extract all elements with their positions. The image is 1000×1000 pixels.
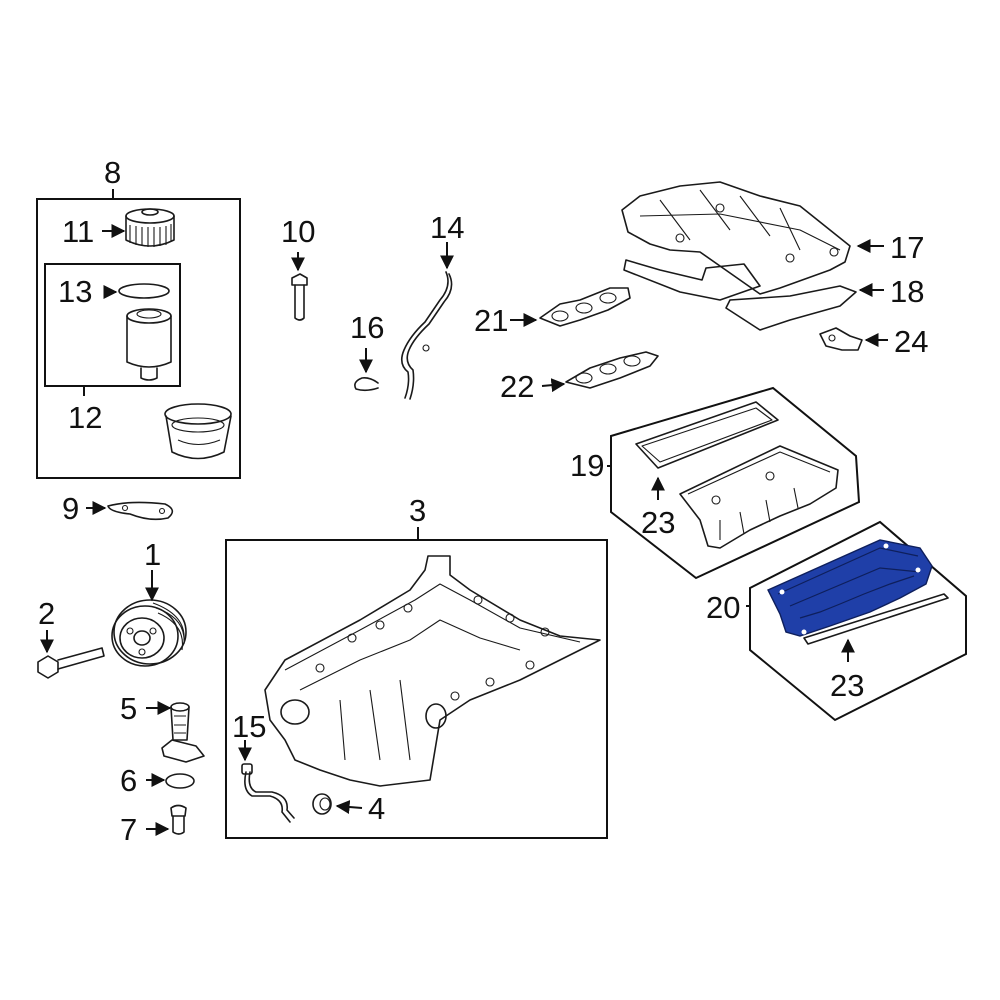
callout-9: 9 <box>62 491 79 526</box>
callout-16: 16 <box>350 310 384 345</box>
gasket-18[interactable] <box>725 285 857 331</box>
valve-cover-gasket-19[interactable] <box>635 401 779 469</box>
group-box-20 <box>749 520 967 722</box>
sealing-washer[interactable] <box>165 773 195 789</box>
gasket-9[interactable] <box>107 501 174 521</box>
retaining-clip[interactable] <box>354 377 379 392</box>
callout-7: 7 <box>120 812 137 847</box>
oil-pan[interactable] <box>264 555 601 787</box>
valve-cover-20-highlighted[interactable] <box>767 539 933 637</box>
callout-20: 20 <box>706 590 740 625</box>
callout-22: 22 <box>500 369 534 404</box>
callout-10: 10 <box>281 214 315 249</box>
pulley-bolt[interactable] <box>37 647 105 679</box>
sensor-24[interactable] <box>819 327 863 351</box>
oil-level-sensor[interactable] <box>161 702 205 763</box>
intake-gasket-21[interactable] <box>539 287 631 327</box>
group-box-12 <box>44 263 181 387</box>
callout-21: 21 <box>474 303 508 338</box>
group-box-8 <box>36 198 241 479</box>
gasket-17[interactable] <box>623 259 761 301</box>
group-box-3 <box>225 539 608 839</box>
drain-plug[interactable] <box>312 793 332 815</box>
callout-1: 1 <box>144 537 161 572</box>
valve-cover-gasket-20[interactable] <box>803 593 949 645</box>
callout-4: 4 <box>368 791 385 826</box>
group-box-19 <box>610 386 861 580</box>
oil-filter-cap[interactable] <box>125 208 175 247</box>
callout-17: 17 <box>890 230 924 265</box>
filter-housing-cup[interactable] <box>164 403 232 460</box>
callout-11: 11 <box>62 214 94 249</box>
callout-3: 3 <box>409 493 426 528</box>
callout-5: 5 <box>120 691 137 726</box>
callout-19: 19 <box>570 448 604 483</box>
callout-2: 2 <box>38 596 55 631</box>
callout-8: 8 <box>104 155 121 190</box>
callout-18: 18 <box>890 274 924 309</box>
callout-23-upper: 23 <box>641 505 675 540</box>
crank-pulley[interactable] <box>111 599 187 667</box>
callout-14: 14 <box>430 210 464 245</box>
intake-gasket-22[interactable] <box>565 351 659 389</box>
callout-15: 15 <box>232 709 266 744</box>
dipstick-tube[interactable] <box>400 271 453 400</box>
intake-manifold-17[interactable] <box>621 181 851 295</box>
callout-6: 6 <box>120 763 137 798</box>
valve-cover-19[interactable] <box>679 445 839 549</box>
oil-filter-element[interactable] <box>126 308 172 381</box>
callout-13: 13 <box>58 274 92 309</box>
callout-12: 12 <box>68 400 102 435</box>
bolt-10[interactable] <box>291 273 308 321</box>
filter-o-ring[interactable] <box>118 283 170 299</box>
callout-23-lower: 23 <box>830 668 864 703</box>
oil-hose-15[interactable] <box>241 763 295 823</box>
callout-24: 24 <box>894 324 928 359</box>
bolt-7[interactable] <box>170 804 187 835</box>
